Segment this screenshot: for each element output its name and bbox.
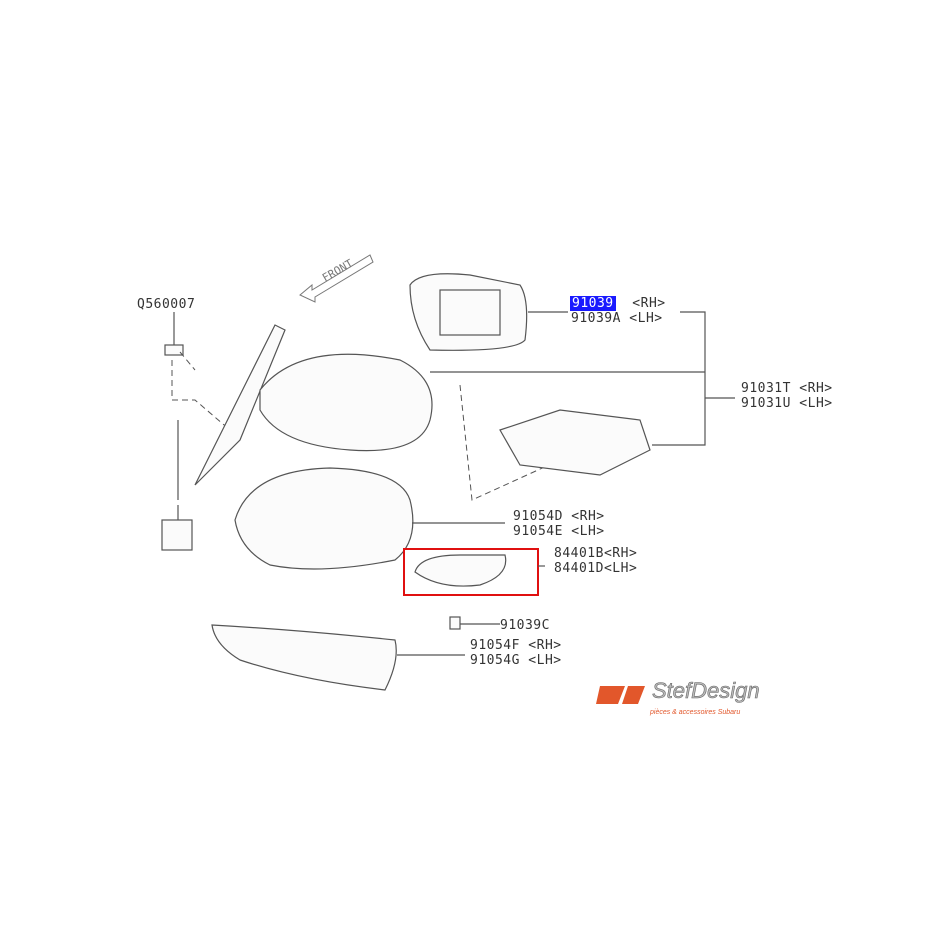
mirror-glass-sketch [409,273,528,351]
part-label-91054f[interactable]: 91054F <RH> [470,638,562,653]
selection-box [403,548,539,596]
part-label-91054e[interactable]: 91054E <LH> [513,524,605,539]
logo-tagline: pièces & accessoires Subaru [650,709,741,716]
part-label-91054d[interactable]: 91054D <RH> [513,509,605,524]
svg-text:StefDesign: StefDesign [652,678,760,703]
lower-cover-sketch [211,624,397,691]
bolt-sketch [161,312,231,551]
stefdesign-logo: StefDesign [596,678,760,704]
part-label-91031u[interactable]: 91031U <LH> [741,396,833,411]
svg-text:FRONT: FRONT [320,257,356,285]
mirror-base-sketch [194,324,286,486]
turn-signal-sketch [414,554,507,587]
part-label-84401d[interactable]: 84401D<LH> [554,561,638,576]
part-label-91039[interactable]: 91039 <RH> [570,296,666,311]
part-label-84401b[interactable]: 84401B<RH> [554,546,638,561]
part-label-91031t[interactable]: 91031T <RH> [741,381,833,396]
mirror-housing-sketch [259,353,433,452]
part-label-91054g[interactable]: 91054G <LH> [470,653,562,668]
screw-sketch [449,616,461,630]
mirror-actuator-sketch [499,409,651,476]
part-label-91039a[interactable]: 91039A <LH> [571,311,663,326]
part-label-91039c[interactable]: 91039C [500,618,550,633]
mirror-cover-sketch [234,467,414,570]
part-label-q560007[interactable]: Q560007 [137,297,196,312]
front-arrow-icon: FRONT [299,254,374,303]
